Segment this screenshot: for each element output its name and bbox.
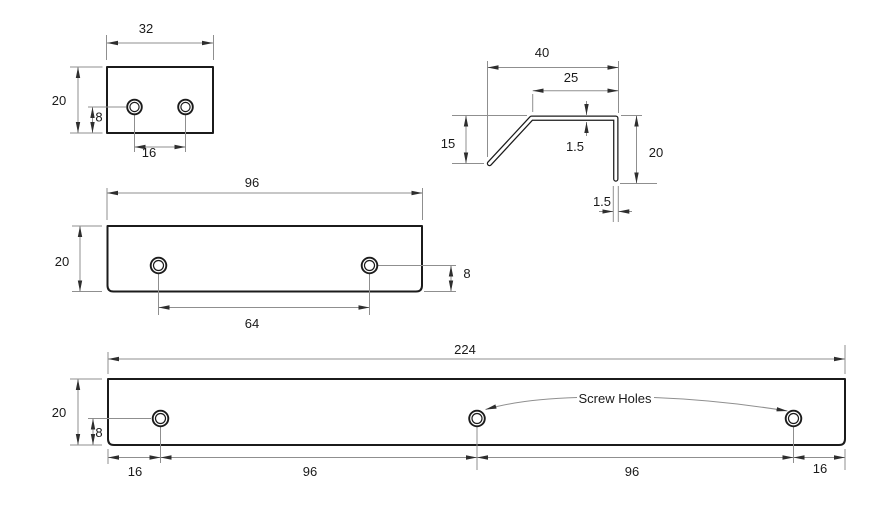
callout-leader-right [653, 397, 788, 412]
dim-label-slope-height: 15 [441, 136, 455, 151]
dim-label-width: 96 [245, 175, 259, 190]
screw-hole-inner [787, 412, 800, 425]
dim-label-width: 32 [139, 21, 153, 36]
screw-hole-inner [152, 259, 165, 272]
dim-label-width: 224 [454, 342, 476, 357]
dim-label-height: 20 [55, 254, 69, 269]
callout-leader-left [485, 397, 578, 410]
dim-label-hole-spacing: 16 [142, 145, 156, 160]
dim-label-leg-height: 20 [649, 145, 663, 160]
view-long-plate: 224 20 8 16 96 96 16 Screw Holes [52, 342, 846, 479]
small-plate-outline [106, 66, 214, 134]
bent-profile-void [488, 116, 618, 181]
screw-hole-inner [129, 101, 140, 113]
dim-label-leg-thickness: 1.5 [593, 194, 611, 209]
dim-label-hole-spacing: 64 [245, 316, 259, 331]
callout-label: Screw Holes [579, 391, 652, 406]
dim-label-hole-offset: 8 [95, 425, 102, 440]
dim-label-hole-offset: 8 [463, 266, 470, 281]
dim-label-hole-offset: 8 [95, 110, 102, 125]
screw-hole-inner [180, 101, 191, 113]
view-medium-plate: 96 20 8 64 [55, 175, 471, 331]
screw-hole-inner [154, 412, 167, 425]
dim-label-flat-width: 25 [564, 70, 578, 85]
screw-hole-inner [471, 412, 483, 425]
dim-label-height: 20 [52, 93, 66, 108]
dim-label-sheet-thickness: 1.5 [566, 139, 584, 154]
view-small-plate: 32 20 8 16 [52, 21, 214, 160]
dim-label-overall-width: 40 [535, 45, 549, 60]
screw-hole-inner [363, 259, 376, 272]
bent-profile-outline [486, 115, 619, 182]
medium-plate-outline [106, 225, 423, 293]
dim-label-right-margin: 16 [813, 461, 827, 476]
dim-label-height: 20 [52, 405, 66, 420]
dim-label-hole-spacing-1: 96 [303, 464, 317, 479]
dim-label-hole-spacing-2: 96 [625, 464, 639, 479]
view-bent-profile: 40 25 15 20 1.5 1.5 [441, 45, 663, 222]
dim-label-left-margin: 16 [128, 464, 142, 479]
